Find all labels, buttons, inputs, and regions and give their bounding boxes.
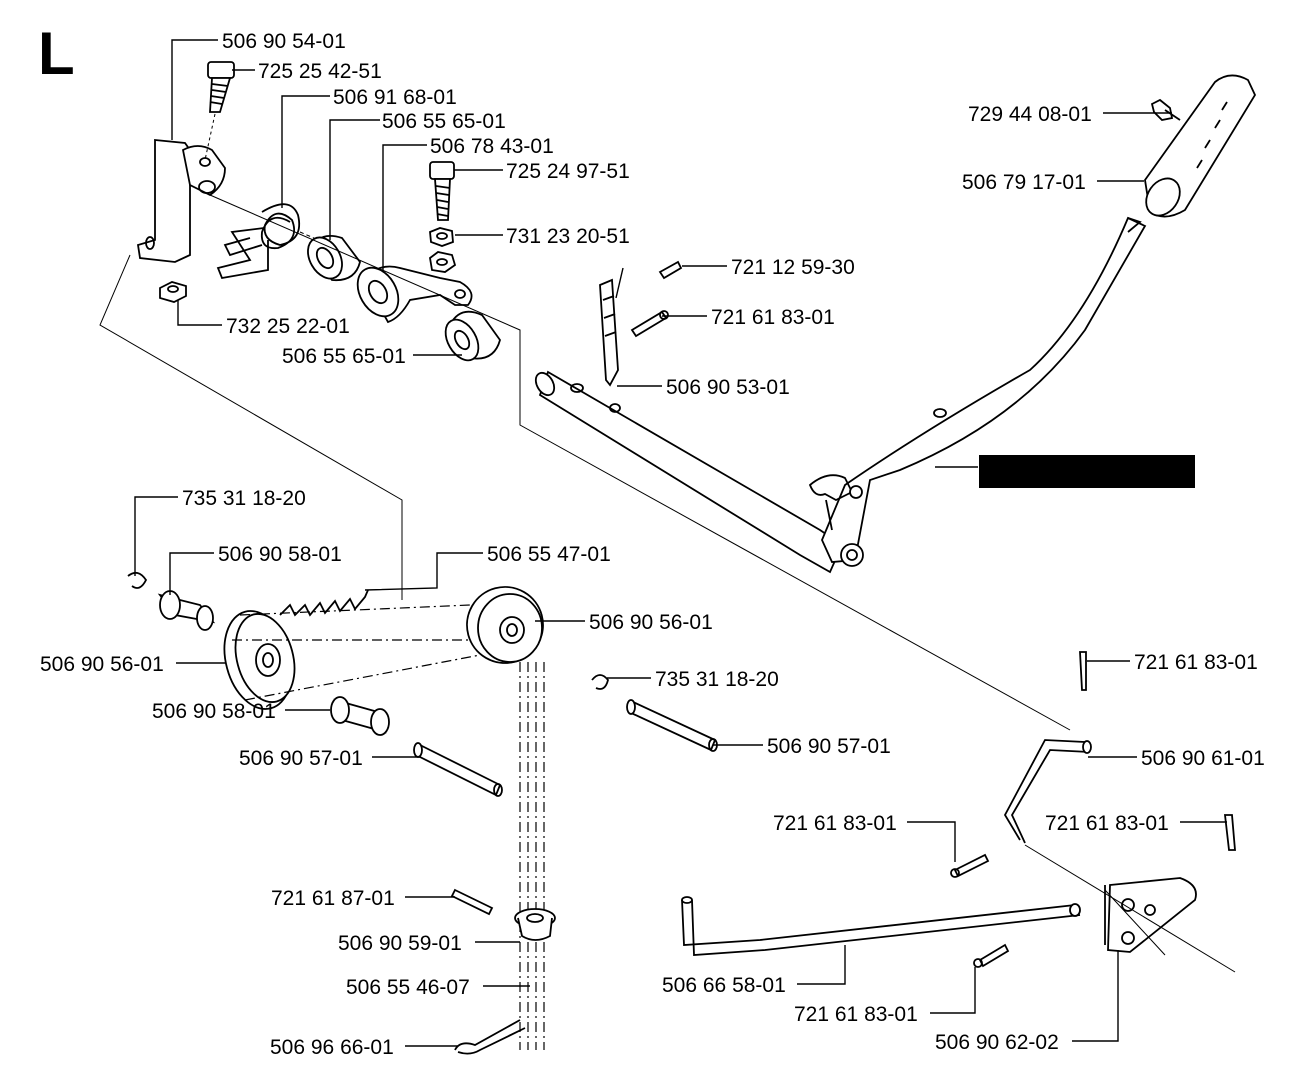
part-label-p34: 506 96 66-01 <box>270 1036 394 1059</box>
pulley-left-drawing <box>127 571 296 710</box>
part-label-p1: 506 90 54-01 <box>222 30 346 53</box>
part-label-p2: 725 25 42-51 <box>258 60 382 83</box>
lower-bushing-drawing <box>450 888 556 941</box>
part-label-p29: 506 90 59-01 <box>338 932 462 955</box>
plate-drawing <box>1104 877 1197 953</box>
leader-lines <box>134 39 1227 1047</box>
vertical-pin-drawing <box>599 260 683 387</box>
cotter-pins-drawing <box>950 814 1236 968</box>
part-label-p4: 506 55 65-01 <box>382 110 506 133</box>
nut-left-drawing <box>159 281 187 303</box>
main-shaft-drawing <box>534 370 844 574</box>
grip-drawing <box>1144 74 1257 218</box>
part-label-p21: 506 90 58-01 <box>152 700 276 723</box>
part-label-p20: 735 31 18-20 <box>655 668 779 691</box>
part-labels: 506 90 54-01 725 25 42-51 506 91 68-01 5… <box>40 30 1265 1059</box>
part-label-p33: 506 90 62-02 <box>935 1031 1059 1054</box>
part-label-p28: 721 61 87-01 <box>271 887 395 910</box>
part-label-p15: 735 31 18-20 <box>182 487 306 510</box>
part-label-p14: 506 79 17-01 <box>962 171 1086 194</box>
part-label-p13: 729 44 08-01 <box>968 103 1092 126</box>
part-label-p16: 506 90 58-01 <box>218 543 342 566</box>
center-lines <box>99 194 1236 973</box>
part-label-p25: 506 90 61-01 <box>1141 747 1265 770</box>
part-label-p22: 506 90 57-01 <box>767 735 891 758</box>
part-label-p11: 721 61 83-01 <box>711 306 835 329</box>
part-label-p8: 732 25 22-01 <box>226 315 350 338</box>
spacer-lower-drawing <box>330 696 390 736</box>
part-drawings <box>99 61 1257 1055</box>
bolt-top-drawing <box>204 61 235 161</box>
part-label-p5: 506 78 43-01 <box>430 135 554 158</box>
arm-drawing <box>356 251 473 324</box>
part-label-p23: 506 90 57-01 <box>239 747 363 770</box>
part-label-p31: 506 66 58-01 <box>662 974 786 997</box>
bushing-lower-drawing <box>444 310 501 362</box>
shaft-pin-right-drawing <box>626 699 718 752</box>
shaft-pin-left-drawing <box>413 742 503 797</box>
part-label-p3: 506 91 68-01 <box>333 86 457 109</box>
part-label-p7: 731 23 20-51 <box>506 225 630 248</box>
part-label-p10: 721 12 59-30 <box>731 256 855 279</box>
part-label-p9: 506 55 65-01 <box>282 345 406 368</box>
part-label-p30: 506 55 46-07 <box>346 976 470 999</box>
rod-lower-drawing <box>681 896 1081 956</box>
grip-screw-drawing <box>1150 98 1181 121</box>
tension-spring-drawing <box>279 589 369 617</box>
part-label-p17: 506 55 47-01 <box>487 543 611 566</box>
clip-right-drawing <box>591 674 609 690</box>
redaction-bar <box>979 455 1195 488</box>
part-label-p18: 506 90 56-01 <box>589 611 713 634</box>
bushing-top-drawing <box>307 234 361 282</box>
lever-drawing <box>808 216 1147 567</box>
part-label-p6: 725 24 97-51 <box>506 160 630 183</box>
pulley-right-drawing <box>466 586 544 664</box>
bolt-nut-mid-drawing <box>429 161 455 247</box>
hairpin-drawing <box>454 1019 526 1055</box>
part-label-p12: 506 90 53-01 <box>666 376 790 399</box>
part-label-p19: 506 90 56-01 <box>40 653 164 676</box>
part-label-p27: 721 61 83-01 <box>1045 812 1169 835</box>
part-label-p32: 721 61 83-01 <box>794 1003 918 1026</box>
part-label-p24: 721 61 83-01 <box>1134 651 1258 674</box>
linkage-rod-drawing <box>1003 651 1092 844</box>
part-label-p26: 721 61 83-01 <box>773 812 897 835</box>
bracket-drawing <box>136 139 226 263</box>
section-letter: L <box>38 20 75 87</box>
